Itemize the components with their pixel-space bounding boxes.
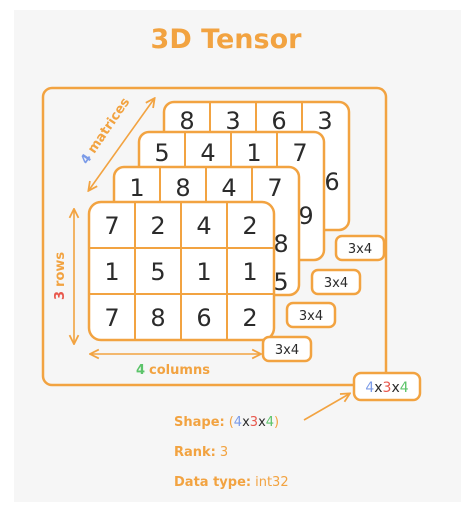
- shape-pointer-arrow: [303, 394, 349, 421]
- shape-open-paren: (: [229, 415, 234, 430]
- matrix-2-cell-3: 1: [246, 139, 261, 167]
- matrix-front-dims-badge: 3x4: [261, 335, 313, 363]
- dtype-info-line: Data type: int32: [174, 475, 289, 490]
- matrix-3-dims-badge: 3x4: [285, 301, 337, 329]
- matrix-1-dims-badge: 3x4: [334, 234, 386, 262]
- matrix-front-r3c3: 6: [196, 304, 211, 332]
- matrix-1-dims: 3x4: [348, 242, 372, 257]
- matrix-2-dims-badge: 3x4: [310, 268, 362, 296]
- matrix-3-cell-2: 8: [175, 174, 190, 202]
- shape-x2: x: [258, 415, 266, 430]
- rank-label: Rank:: [174, 445, 216, 460]
- shape-b: 3: [250, 415, 258, 430]
- matrix-1-cell-3: 6: [271, 107, 286, 135]
- matrix-front-r1c3: 4: [196, 212, 211, 240]
- rows-axis-label: 3 rows: [53, 252, 68, 300]
- matrix-front-r2c1: 1: [104, 258, 119, 286]
- rows-word: rows: [53, 252, 68, 287]
- matrix-3-peek-digit-a: 8: [273, 230, 288, 258]
- matrix-1-cell-1: 8: [179, 107, 194, 135]
- dtype-value: int32: [255, 475, 289, 490]
- matrix-front-r3c4: 2: [242, 304, 257, 332]
- matrix-front-r3c1: 7: [104, 304, 119, 332]
- matrix-2-cell-4: 7: [292, 139, 307, 167]
- columns-count: 4: [136, 363, 145, 378]
- matrix-front-r1c2: 2: [150, 212, 165, 240]
- shape-badge-a: 4: [365, 380, 374, 396]
- matrix-front-r1c4: 2: [242, 212, 257, 240]
- svg-text:4x3x4: 4x3x4: [365, 380, 408, 396]
- matrix-2-peek-digit: 9: [298, 202, 313, 230]
- shape-label: Shape:: [174, 415, 225, 430]
- matrix-3-cell-3: 4: [221, 174, 236, 202]
- shape-badge-c: 4: [400, 380, 409, 396]
- shape-c: 4: [266, 415, 274, 430]
- tensor-frame: [41, 86, 388, 387]
- matrix-front-r2c3: 1: [196, 258, 211, 286]
- shape-a: 4: [234, 415, 242, 430]
- matrix-3-peek-digit-b: 5: [273, 268, 288, 296]
- matrix-front-r2c2: 5: [150, 258, 165, 286]
- shape-badge-x1: x: [374, 380, 382, 396]
- matrix-front-dims: 3x4: [275, 343, 299, 358]
- rank-info-line: Rank: 3: [174, 445, 228, 460]
- matrix-3-cell-1: 1: [129, 174, 144, 202]
- matrices-axis-label: 4matrices: [78, 95, 133, 167]
- matrix-2-dims: 3x4: [324, 276, 348, 291]
- columns-axis-label: 4 columns: [136, 363, 210, 378]
- shape-badge: 4x3x4: [352, 371, 422, 402]
- matrices-axis-arrow: [89, 99, 154, 190]
- shape-info-line: Shape:(4x3x4): [174, 415, 279, 430]
- shape-badge-x2: x: [391, 380, 399, 396]
- shape-close-paren: ): [274, 415, 279, 430]
- shape-badge-b: 3: [383, 380, 392, 396]
- tensor-diagram: 3D Tensor 8 3 6 3 6 3x4 5 4 1 7 9 3x4: [41, 24, 422, 490]
- matrix-1-cell-2: 3: [225, 107, 240, 135]
- matrix-3-dims: 3x4: [299, 309, 323, 324]
- matrix-3-cell-4: 7: [267, 174, 282, 202]
- matrix-1-cell-4: 3: [317, 107, 332, 135]
- matrix-front-r2c4: 1: [242, 258, 257, 286]
- diagram-title: 3D Tensor: [151, 24, 303, 55]
- matrix-front-r3c2: 8: [150, 304, 165, 332]
- matrix-2-cell-2: 4: [200, 139, 215, 167]
- shape-x1: x: [242, 415, 250, 430]
- matrix-front-r1c1: 7: [104, 212, 119, 240]
- matrix-front: 7 2 4 2 1 5 1 1 7 8 6 2: [87, 200, 276, 342]
- rows-count: 3: [53, 291, 68, 300]
- diagram-canvas: 3D Tensor 8 3 6 3 6 3x4 5 4 1 7 9 3x4: [14, 10, 461, 502]
- columns-word: columns: [149, 363, 210, 378]
- matrices-word: matrices: [85, 95, 133, 156]
- dtype-label: Data type:: [174, 475, 251, 490]
- matrix-2-cell-1: 5: [154, 139, 169, 167]
- matrix-1-peek-digit: 6: [324, 168, 339, 196]
- rank-value: 3: [220, 445, 228, 460]
